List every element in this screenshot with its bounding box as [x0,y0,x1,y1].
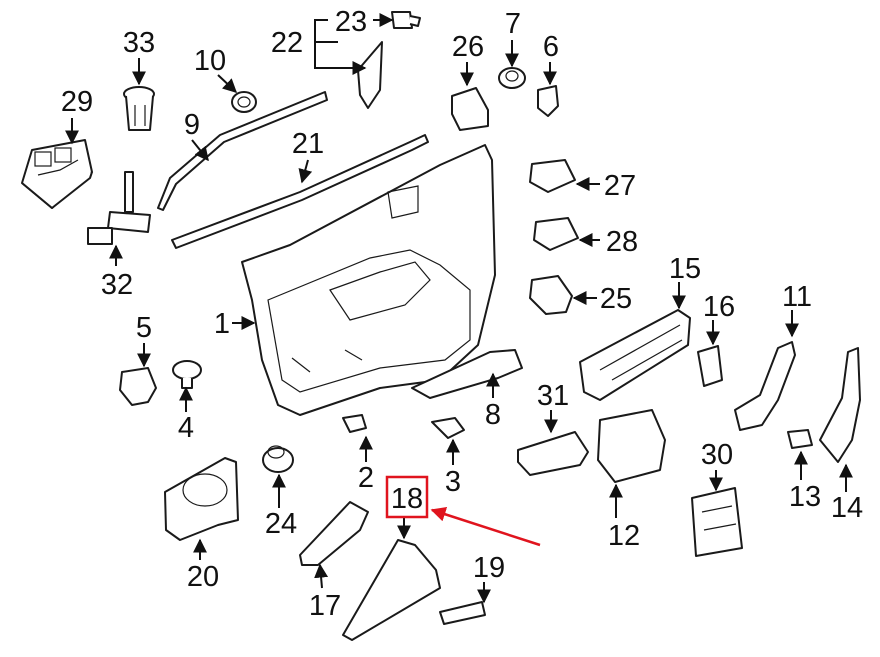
callout-20: 20 [187,561,219,593]
callout-4: 4 [178,412,194,444]
leader-lines [65,13,853,604]
part-23-clip [391,11,421,29]
callout-31: 31 [537,380,569,412]
callout-24: 24 [265,508,297,540]
callout-17: 17 [309,590,341,622]
callout-21: 21 [292,128,324,160]
part-20-speaker-housing [164,457,239,541]
callout-13: 13 [789,481,821,513]
part-19-cover [439,601,486,625]
part-21-belt-molding [171,134,429,249]
part-29-window-switch [21,139,93,209]
callout-22: 22 [271,27,303,59]
part-24-mirror-switch [262,445,294,473]
callout-9: 9 [184,109,200,141]
callout-15: 15 [669,253,701,285]
callout-33: 33 [123,27,155,59]
highlight-arrow [430,507,541,547]
part-14-trim-strip [819,347,861,463]
highlight-callout-18 [385,475,541,547]
callout-30: 30 [701,439,733,471]
callout-3: 3 [445,466,461,498]
callout-14: 14 [831,492,863,524]
callout-16: 16 [703,291,735,323]
callout-labels: 1 2 3 4 5 6 7 8 9 10 11 12 13 14 15 16 1… [61,6,863,622]
part-10-grommet [231,91,257,113]
callout-11: 11 [782,281,812,313]
callout-2: 2 [358,462,374,494]
part-31-bracket [517,431,589,476]
part-25-switch [529,275,573,315]
callout-23: 23 [335,6,367,38]
callout-6: 6 [543,31,559,63]
highlight-box [385,475,429,519]
callout-5: 5 [136,312,152,344]
part-33-clip [123,86,155,131]
callout-25: 25 [600,283,632,315]
callout-12: 12 [608,520,640,552]
part-12-housing [597,409,666,483]
part-7-knob [498,67,526,89]
part-17-speaker-grille [299,501,369,566]
part-27-switch [529,159,576,193]
part-15-switch-bezel [579,309,691,401]
part-11-pull-handle [734,341,796,431]
part-3-screw [431,417,465,439]
part-13-clip [787,429,813,449]
callout-32: 32 [101,269,133,301]
part-22-mirror-trim [357,41,383,109]
part-5-clip [119,367,157,406]
callout-29: 29 [61,86,93,118]
callout-26: 26 [452,31,484,63]
part-26-switch [451,87,489,131]
callout-1: 1 [214,308,230,340]
part-4-fastener [172,360,202,389]
callout-27: 27 [604,170,636,202]
part-18-speaker-grille [342,539,441,641]
part-30-module [691,487,743,557]
part-16-cover [697,345,723,387]
part-1-door-trim-panel [241,144,496,416]
part-28-switch [533,217,579,251]
part-32-connector [87,171,151,245]
part-8-armrest-pad [411,349,523,399]
callout-19: 19 [473,552,505,584]
part-2-screw [342,414,367,433]
callout-28: 28 [606,226,638,258]
callout-7: 7 [505,8,521,40]
callout-8: 8 [485,399,501,431]
part-9-weatherstrip [157,91,328,211]
part-6-bracket [537,85,559,117]
callout-10: 10 [194,45,226,77]
callout-18: 18 [391,483,423,515]
